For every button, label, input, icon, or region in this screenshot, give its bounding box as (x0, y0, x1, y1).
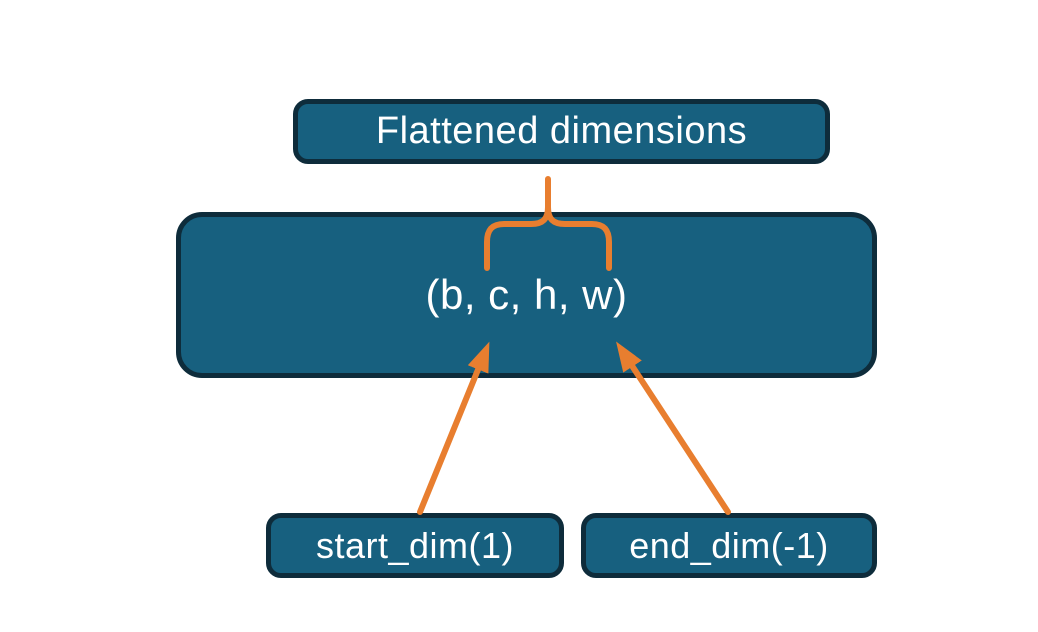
flattened-dimensions-box: Flattened dimensions (293, 99, 830, 164)
start-dim-label: start_dim(1) (315, 524, 515, 566)
end-dim-label: end_dim(-1) (629, 524, 829, 566)
start-dim-box: start_dim(1) (266, 513, 564, 578)
flattened-dimensions-label: Flattened dimensions (375, 110, 748, 152)
end-dim-box: end_dim(-1) (581, 513, 877, 578)
tensor-shape-label: (b, c, h, w) (425, 271, 628, 318)
tensor-shape-box: (b, c, h, w) (176, 212, 877, 378)
